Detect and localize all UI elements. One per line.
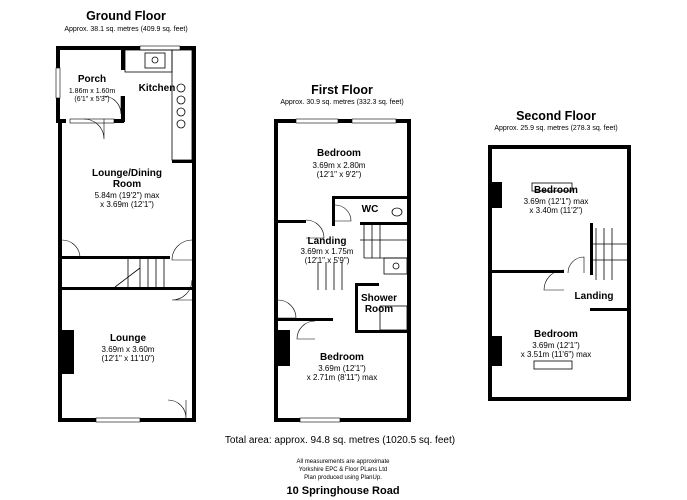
window <box>139 45 181 51</box>
window <box>69 118 115 124</box>
first-floor-plan <box>274 118 411 423</box>
rear-bedroom-dims: (12'1" x 9'2") <box>316 170 362 179</box>
front-bedroom-label: Bedroom <box>320 352 364 363</box>
window <box>95 417 141 423</box>
rear-bedroom-label: Bedroom <box>317 148 361 159</box>
footer-note: Plan produced using PlanUp. <box>304 475 382 481</box>
front-bedroom-dims: x 2.71m (8'11") max <box>306 373 378 382</box>
roof-window <box>533 360 573 370</box>
footer-note: Yorkshire EPC & Floor PLans Ltd <box>298 467 388 473</box>
attic-front-bedroom-dims: 3.69m (12'1") <box>532 341 580 350</box>
attic-front-bedroom-dims: x 3.51m (11'6") max <box>520 350 592 359</box>
rear-bedroom-dims: 3.69m x 2.80m <box>312 161 366 170</box>
wc-label: WC <box>361 204 379 215</box>
first-floor-title: First Floor <box>311 83 373 97</box>
second-floor-title: Second Floor <box>516 109 596 123</box>
attic-rear-bedroom-dims: 3.69m (12'1") max <box>523 197 589 206</box>
landing-label: Landing <box>307 236 347 247</box>
window <box>55 67 61 99</box>
lounge-label: Lounge <box>109 333 147 344</box>
landing-dims: 3.69m x 1.75m <box>300 247 354 256</box>
second-floor-plan <box>488 145 631 401</box>
lounge-dining-dims: 5.84m (19'2") max <box>94 191 160 200</box>
kitchen-label: Kitchen <box>138 83 176 94</box>
window <box>351 118 397 124</box>
shower-room-label: Room <box>364 304 394 315</box>
ground-floor-title: Ground Floor <box>86 9 166 23</box>
window <box>295 118 339 124</box>
attic-rear-bedroom-label: Bedroom <box>534 185 578 196</box>
total-area: Total area: approx. 94.8 sq. metres (102… <box>224 435 456 446</box>
lounge-dims: (12'1" x 11'10") <box>101 354 155 363</box>
porch-dims: (6'1" x 5'3") <box>74 96 110 103</box>
second-floor-area: Approx. 25.9 sq. metres (278.3 sq. feet) <box>494 125 618 132</box>
footer-note: All measurements are approximate <box>296 459 390 465</box>
front-bedroom-dims: 3.69m (12'1") <box>318 364 366 373</box>
lounge-dims: 3.69m x 3.60m <box>101 345 155 354</box>
lounge-dining-label: Lounge/Dining <box>92 168 162 179</box>
ground-floor-area: Approx. 38.1 sq. metres (409.9 sq. feet) <box>64 26 188 33</box>
porch-label: Porch <box>77 74 107 85</box>
shower-room-label: Shower <box>360 293 398 304</box>
ground-floor-plan <box>55 45 196 423</box>
landing-dims: (12'1" x 5'9") <box>304 256 350 265</box>
attic-front-bedroom-label: Bedroom <box>534 329 578 340</box>
lounge-dining-dims: x 3.69m (12'1") <box>100 200 154 209</box>
first-floor-area: Approx. 30.9 sq. metres (332.3 sq. feet) <box>280 99 404 106</box>
attic-rear-bedroom-dims: x 3.40m (11'2") <box>529 206 583 215</box>
window <box>299 417 341 423</box>
attic-landing-label: Landing <box>574 291 614 302</box>
porch-dims: 1.86m x 1.60m <box>68 88 116 95</box>
roof-window <box>531 182 573 192</box>
lounge-dining-label: Room <box>112 179 142 190</box>
property-address: 10 Springhouse Road <box>286 485 400 497</box>
